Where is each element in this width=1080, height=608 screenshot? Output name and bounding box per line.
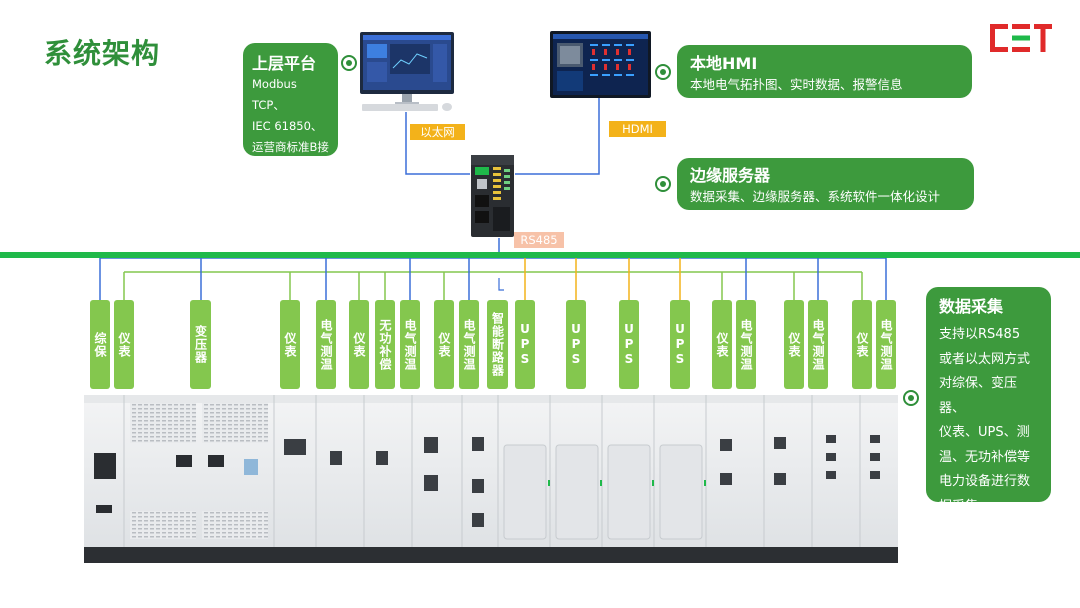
- device-label: UPS: [670, 300, 690, 389]
- data-acquisition-line: 温、无功补偿等: [939, 449, 1031, 465]
- device-label: 电气测温: [808, 300, 828, 389]
- device-label: 电气测温: [736, 300, 756, 389]
- upper-platform-dot-icon: [341, 55, 357, 71]
- data-acquisition-line: 支持以RS485: [939, 327, 1021, 342]
- data-acquisition-line: 电力设备进行数: [939, 474, 1031, 489]
- data-acquisition-line: 对综保、变压器、: [939, 376, 1018, 416]
- upper-platform-line: 运营商标准B接: [252, 140, 329, 154]
- edge-server-heading: 边缘服务器: [690, 166, 771, 185]
- switchgear-cabinets-image: [84, 395, 898, 563]
- page-title: 系统架构: [44, 37, 161, 70]
- device-label: 仪表: [434, 300, 454, 389]
- local-hmi-dot-icon: [655, 64, 671, 80]
- local-hmi-body: 本地电气拓扑图、实时数据、报警信息: [690, 77, 903, 92]
- device-label: 仪表: [114, 300, 134, 389]
- data-acquisition-line: 据采集: [939, 498, 979, 514]
- device-label: 智能断路器: [487, 300, 508, 389]
- device-label: 仪表: [784, 300, 804, 389]
- data-acquisition-line: 仪表、UPS、测: [939, 425, 1030, 440]
- device-label: 电气测温: [400, 300, 420, 389]
- ethernet-tag: 以太网: [410, 124, 465, 140]
- hdmi-tag: HDMI: [609, 121, 666, 137]
- pc-monitor-icon: [360, 32, 454, 111]
- hmi-screen-icon: [550, 31, 651, 98]
- local-hmi-heading: 本地HMI: [690, 54, 758, 73]
- device-label: 仪表: [280, 300, 300, 389]
- edge-gateway-icon: [471, 155, 514, 237]
- device-label: 电气测温: [876, 300, 896, 389]
- edge-server-dot-icon: [655, 176, 671, 192]
- upper-platform-line: IEC 61850、: [252, 119, 323, 133]
- rs485-tag: RS485: [514, 232, 564, 248]
- device-label: 仪表: [712, 300, 732, 389]
- device-label: 仪表: [852, 300, 872, 389]
- data-acquisition-heading: 数据采集: [939, 297, 1004, 316]
- device-label: 无功补偿: [375, 300, 395, 389]
- device-label: UPS: [515, 300, 535, 389]
- edge-server-body: 数据采集、边缘服务器、系统软件一体化设计: [690, 189, 941, 204]
- device-label: 变压器: [190, 300, 211, 389]
- bus-bar: [0, 252, 1080, 258]
- device-label: 仪表: [349, 300, 369, 389]
- local-hmi-card: 本地HMI 本地电气拓扑图、实时数据、报警信息: [677, 45, 972, 98]
- device-label: UPS: [566, 300, 586, 389]
- data-acquisition-line: 或者以太网方式: [939, 351, 1031, 367]
- upper-platform-card: 上层平台 Modbus TCP、 IEC 61850、 运营商标准B接 口转发数…: [243, 43, 338, 175]
- device-label: 电气测温: [316, 300, 336, 389]
- device-label: 电气测温: [459, 300, 479, 389]
- data-acquisition-card: 数据采集 支持以RS485 或者以太网方式 对综保、变压器、 仪表、UPS、测 …: [926, 287, 1051, 514]
- upper-platform-line: Modbus TCP、: [252, 77, 297, 112]
- edge-server-card: 边缘服务器 数据采集、边缘服务器、系统软件一体化设计: [677, 158, 974, 210]
- device-label: 综保: [90, 300, 110, 389]
- data-acquisition-dot-icon: [903, 390, 919, 406]
- cet-logo: [990, 24, 1052, 52]
- upper-platform-line: 口转发数据: [252, 161, 310, 175]
- upper-platform-heading: 上层平台: [252, 54, 317, 73]
- device-label: UPS: [619, 300, 639, 389]
